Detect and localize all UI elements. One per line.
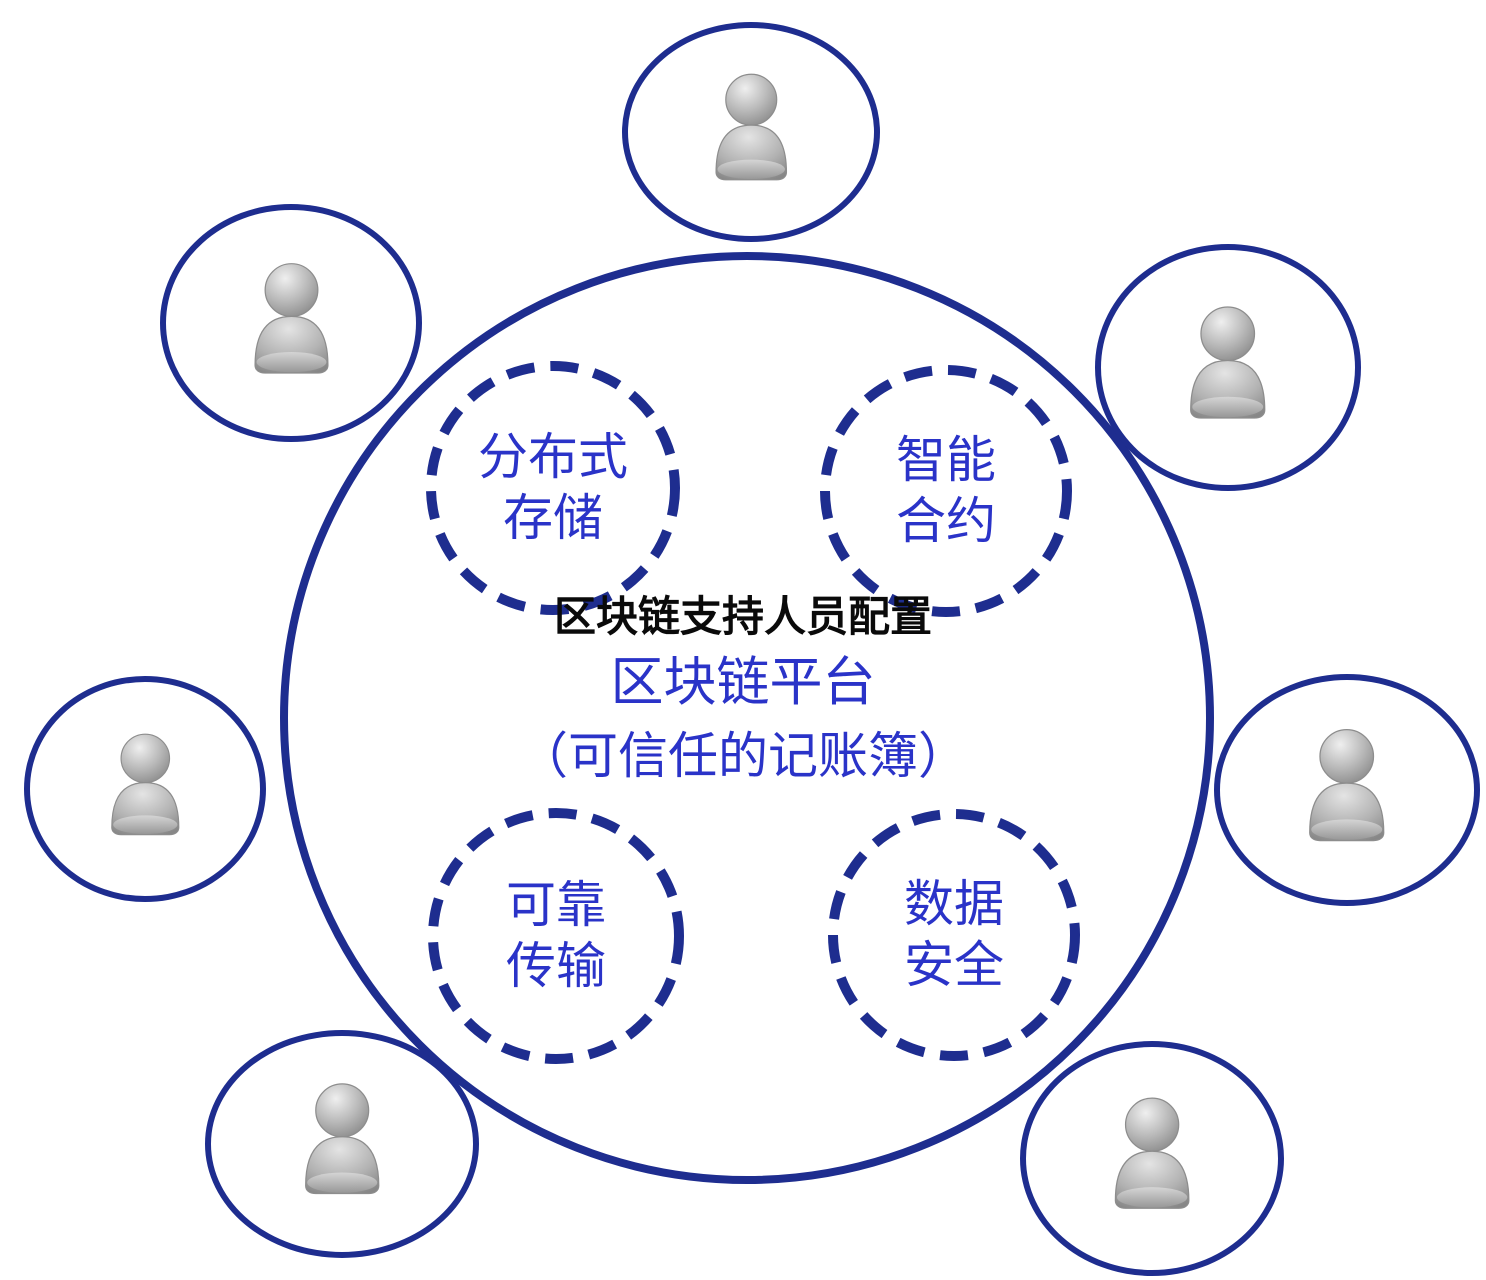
- participant-node-left: [24, 676, 266, 902]
- feature-line: 传输: [506, 938, 606, 994]
- feature-ring-data-security: [828, 809, 1080, 1061]
- person-icon: [304, 1083, 380, 1195]
- person-icon: [1309, 728, 1385, 842]
- feature-line: 可靠: [506, 877, 606, 933]
- feature-reliable-transmission: 可靠 传输: [433, 813, 679, 1059]
- participant-node-top: [622, 22, 880, 242]
- person-icon: [715, 73, 787, 181]
- feature-smart-contract: 智能 合约: [825, 369, 1067, 613]
- feature-line: 安全: [904, 937, 1004, 993]
- feature-line: 智能: [896, 432, 996, 488]
- person-icon: [253, 262, 329, 374]
- page-title: 区块链支持人员配置: [553, 593, 932, 640]
- participant-node-bottom-left: [205, 1030, 479, 1258]
- feature-ring-reliable-transmission: [428, 808, 684, 1064]
- feature-line: 分布式: [478, 429, 628, 485]
- feature-line: 存储: [503, 490, 603, 546]
- feature-line: 合约: [896, 493, 996, 549]
- feature-line: 数据: [904, 876, 1004, 932]
- person-icon: [110, 733, 180, 836]
- feature-data-security: 数据 安全: [833, 814, 1075, 1056]
- participant-node-top-left: [160, 204, 422, 442]
- feature-distributed-storage: 分布式 存储: [431, 366, 675, 610]
- participant-node-bottom-right: [1020, 1041, 1284, 1276]
- feature-ring-distributed-storage: [426, 361, 680, 615]
- platform-title: 区块链平台: [610, 653, 876, 712]
- participant-node-right: [1214, 674, 1480, 906]
- feature-ring-smart-contract: [820, 365, 1072, 617]
- person-icon: [1190, 306, 1266, 419]
- platform-subtitle: （可信任的记账簿）: [518, 728, 968, 784]
- participant-node-top-right: [1095, 244, 1361, 491]
- person-icon: [1114, 1097, 1190, 1210]
